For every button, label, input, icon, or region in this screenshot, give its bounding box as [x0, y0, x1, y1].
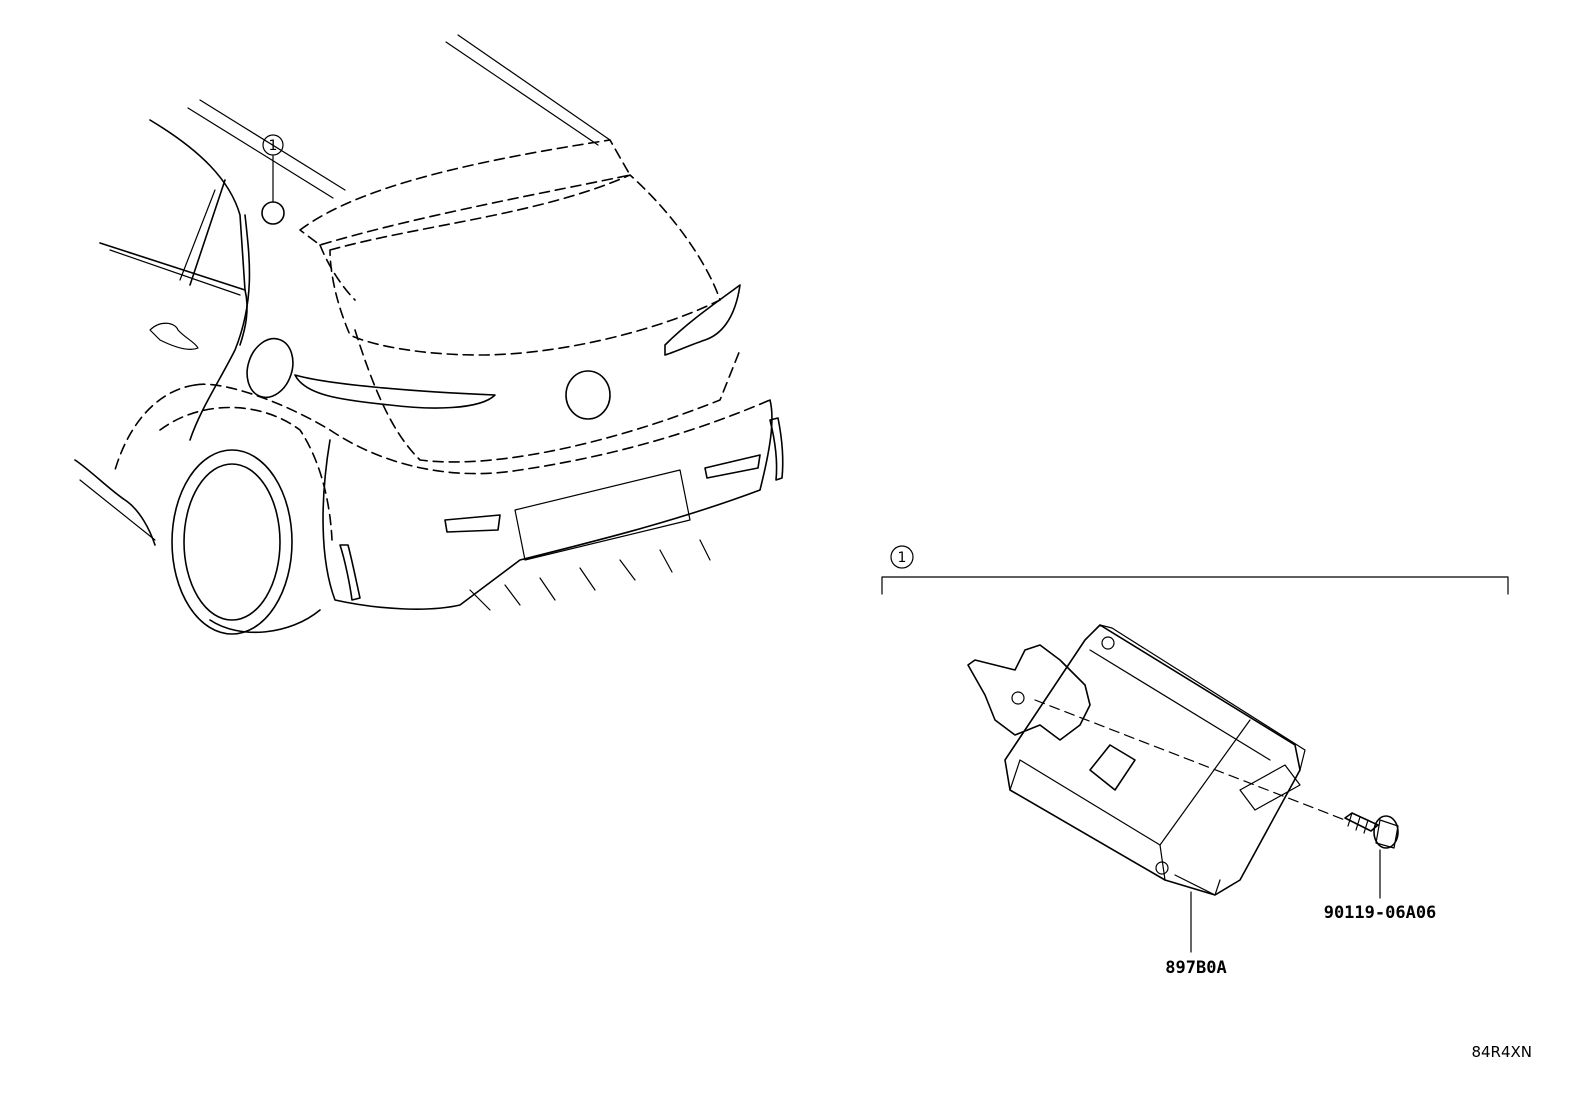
vehicle-rear-illustration: 1 [74, 34, 784, 635]
bolt-part-number: 90119-06A06 [1324, 903, 1437, 923]
illustration-code: 84R4XN [1471, 1043, 1532, 1061]
vehicle-callout-number: 1 [269, 138, 278, 154]
control-module-illustration [967, 624, 1306, 896]
mount-location-marker [261, 201, 285, 225]
assembly-callout-number: 1 [898, 550, 907, 566]
assembly-callout-circle [890, 545, 914, 569]
bolt-illustration [1344, 812, 1399, 849]
install-axis-line [1034, 699, 1346, 821]
assembly-group-bracket: 1 [881, 545, 1509, 595]
vehicle-callout-circle [262, 134, 284, 156]
module-part-number: 897B0A [1165, 958, 1226, 978]
